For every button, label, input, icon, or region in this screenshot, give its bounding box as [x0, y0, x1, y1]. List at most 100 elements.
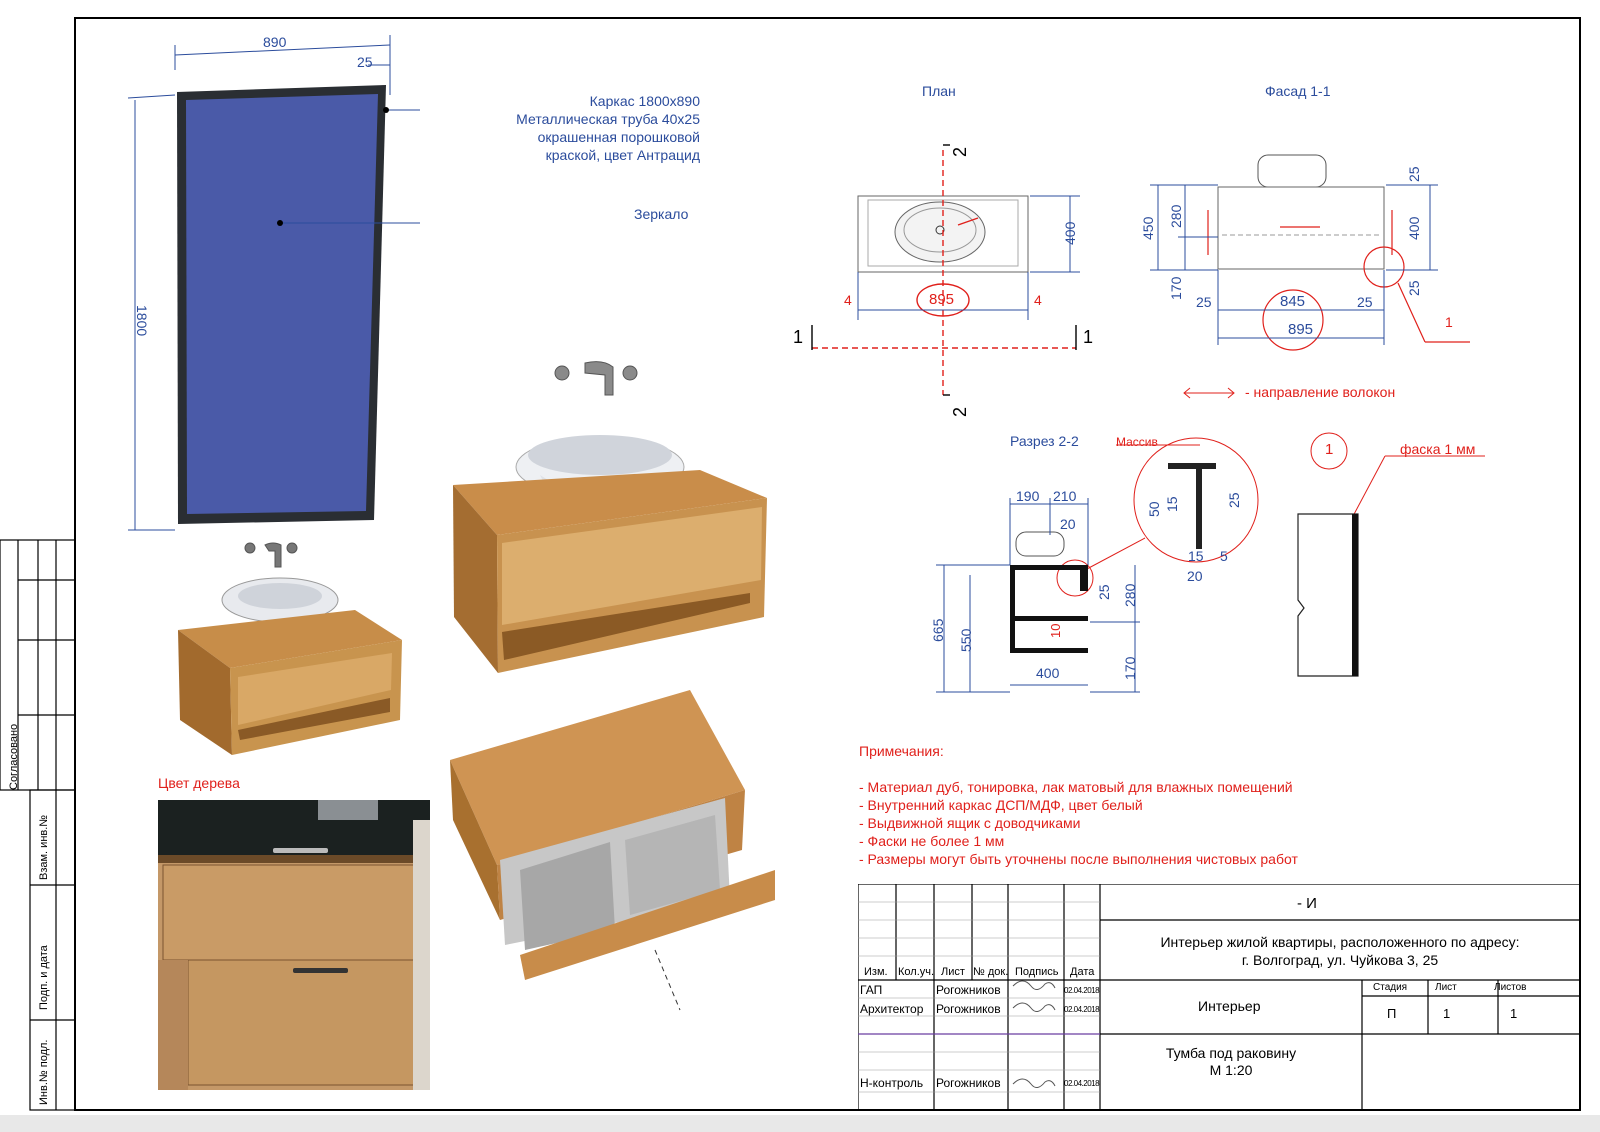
- section-dim-190: 190: [1016, 488, 1040, 504]
- tb-header: Лист: [941, 966, 965, 978]
- section-dim-170: 170: [1122, 656, 1138, 680]
- mirror-frame-callout: Каркас 1800х890 Металлическая труба 40х2…: [470, 92, 700, 164]
- tb-role: Н-контроль: [860, 1076, 924, 1090]
- facade-h-top: 280: [1168, 204, 1184, 228]
- zoom-dim-50: 50: [1146, 501, 1162, 517]
- facade-right-top: 25: [1406, 166, 1422, 182]
- section-mark-1-right: 1: [1083, 327, 1094, 347]
- tb-section-name: Интерьер: [1198, 998, 1261, 1014]
- tb-name: Рогожников: [936, 1002, 1001, 1016]
- section-dim-665: 665: [930, 618, 946, 642]
- note-item: - Фаски не более 1 мм: [859, 833, 1005, 849]
- section-dim-400: 400: [1036, 665, 1060, 681]
- mirror-drawing: [127, 35, 420, 531]
- section-mark-2-top: 2: [950, 146, 970, 157]
- large-cabinet-render: [453, 361, 767, 673]
- small-cabinet-render: [178, 542, 402, 755]
- tb-name: Рогожников: [936, 983, 1001, 997]
- facade-right-bottom: 25: [1406, 280, 1422, 296]
- facade-bottom-mid: 845: [1280, 293, 1306, 310]
- tb-header: Дата: [1070, 966, 1095, 978]
- facade-title: Фасад 1-1: [1265, 83, 1331, 99]
- note-item: - Материал дуб, тонировка, лак матовый д…: [859, 779, 1293, 795]
- section-dim-25: 25: [1096, 584, 1112, 600]
- zoom-dim-5: 5: [1220, 548, 1228, 564]
- grain-legend: - направление волокон: [1245, 384, 1396, 400]
- plan-drawing: [811, 144, 1080, 396]
- note-item: - Выдвижной ящик с доводчиками: [859, 815, 1081, 831]
- detail-drawing: [1297, 432, 1485, 677]
- notes: Примечания: - Материал дуб, тонировка, л…: [859, 742, 1298, 868]
- callout-line: окрашенная порошковой: [537, 129, 700, 145]
- detail-number: 1: [1325, 441, 1334, 458]
- facade-bottom-left: 25: [1196, 294, 1212, 310]
- zoom-dim-15b: 15: [1188, 548, 1204, 564]
- tb-code: - И: [1297, 895, 1317, 912]
- facade-right-mid: 400: [1406, 216, 1422, 240]
- section-dim-20: 20: [1060, 516, 1076, 532]
- callout-line: Каркас 1800х890: [589, 93, 700, 109]
- side-stamp-sign-date: Подп. и дата: [38, 945, 50, 1010]
- side-stamp-agreed: Согласовано: [8, 723, 20, 790]
- plan-title: План: [922, 83, 956, 99]
- tb-role: Архитектор: [860, 1002, 924, 1016]
- section-mark-2-bottom: 2: [950, 406, 970, 417]
- callout-line: краской, цвет Антрацид: [545, 147, 700, 163]
- side-stamp-inv-orig: Инв.№ подл.: [38, 1039, 50, 1105]
- tb-sheet-title: Тумба под раковину М 1:20: [1100, 1045, 1362, 1079]
- plan-width-dim: 895: [929, 291, 955, 308]
- wood-color-title: Цвет дерева: [158, 775, 240, 791]
- grain-arrow-icon: [1183, 387, 1235, 399]
- section-dim-280: 280: [1122, 583, 1138, 607]
- notes-title: Примечания:: [859, 743, 944, 759]
- mirror-width-dim: 890: [263, 34, 287, 50]
- section-drawing: [936, 437, 1259, 693]
- tb-date: 02.04.2018: [1064, 986, 1100, 995]
- note-item: - Размеры могут быть уточнены после выпо…: [859, 851, 1298, 867]
- facade-bottom-total: 895: [1288, 321, 1314, 338]
- tb-header: Подпись: [1015, 966, 1059, 978]
- facade-h-total: 450: [1140, 216, 1156, 240]
- section-dim-10: 10: [1048, 623, 1063, 638]
- note-item: - Внутренний каркас ДСП/МДФ, цвет белый: [859, 797, 1143, 813]
- tb-date: 02.04.2018: [1064, 1005, 1100, 1014]
- wood-photo: [158, 800, 430, 1090]
- plan-left-dim: 4: [844, 292, 852, 308]
- tb-sheet-title-line: М 1:20: [1209, 1062, 1253, 1078]
- title-block: [858, 884, 1580, 1110]
- open-drawer-render: [450, 690, 775, 1011]
- tb-name: Рогожников: [936, 1076, 1001, 1090]
- facade-bottom-right: 25: [1357, 294, 1373, 310]
- tb-project-line: Интерьер жилой квартиры, расположенного …: [1160, 934, 1520, 950]
- zoom-dim-25: 25: [1226, 492, 1242, 508]
- tb-stage-header: Листов: [1494, 982, 1527, 993]
- tb-sheet-title-line: Тумба под раковину: [1165, 1045, 1297, 1061]
- tb-header: Кол.уч.: [898, 966, 935, 978]
- facade-h-bottom: 170: [1168, 276, 1184, 300]
- tb-project-line: г. Волгоград, ул. Чуйкова 3, 25: [1241, 952, 1439, 968]
- callout-line: Металлическая труба 40х25: [516, 111, 700, 127]
- tb-header: Изм.: [864, 966, 888, 978]
- detail-label: фаска 1 мм: [1400, 441, 1476, 457]
- tb-date: 02.04.2018: [1064, 1079, 1100, 1088]
- mirror-callout: Зеркало: [634, 206, 689, 222]
- facade-callout-number: 1: [1445, 314, 1453, 330]
- tb-role: ГАП: [860, 983, 883, 997]
- tb-stage-header: Лист: [1435, 982, 1457, 993]
- tb-stage-value: 1: [1510, 1006, 1518, 1021]
- mirror-height-dim: 1800: [134, 305, 150, 337]
- tb-stage-header: Стадия: [1373, 982, 1408, 993]
- mirror-side-dim: 25: [357, 54, 373, 70]
- zoom-dim-15a: 15: [1164, 496, 1180, 512]
- tb-project: Интерьер жилой квартиры, расположенного …: [1100, 933, 1580, 969]
- section-title: Разрез 2-2: [1010, 433, 1079, 449]
- plan-right-dim: 4: [1034, 292, 1042, 308]
- side-stamp-inv-vz: Взам. инв.№: [38, 814, 50, 880]
- facade-drawing: [1150, 154, 1470, 351]
- zoom-dim-20: 20: [1187, 568, 1203, 584]
- section-dim-550: 550: [958, 628, 974, 652]
- tb-header: № док.: [973, 966, 1009, 978]
- section-dim-210: 210: [1053, 488, 1077, 504]
- tb-stage-value: 1: [1443, 1006, 1451, 1021]
